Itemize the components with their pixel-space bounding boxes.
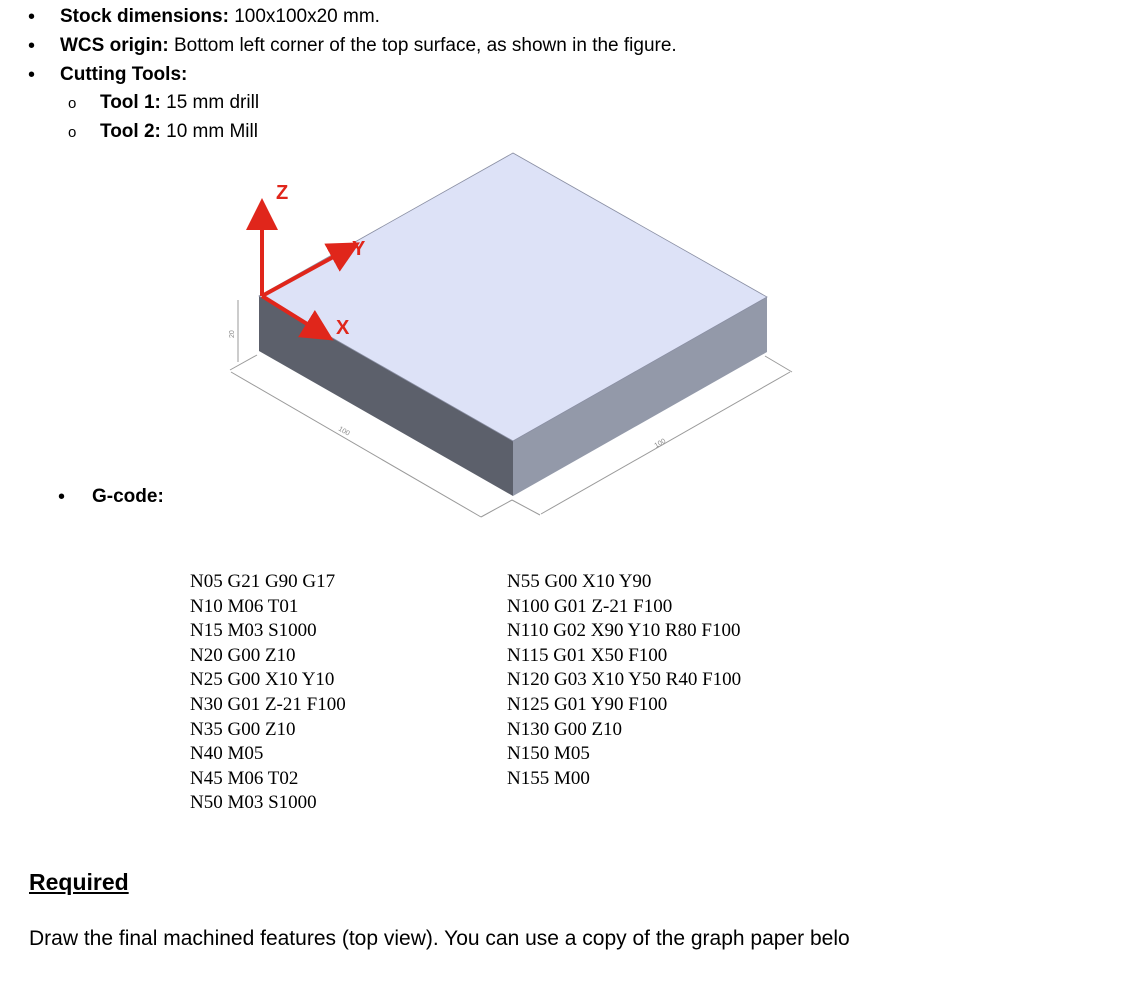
spec-wcs: WCS origin: Bottom left corner of the to… xyxy=(60,35,677,57)
gcode-label-text: G-code: xyxy=(92,486,164,507)
gcode-line: N120 G03 X10 Y50 R40 F100 xyxy=(507,669,742,691)
gcode-line: N35 G00 Z10 xyxy=(190,718,296,740)
stock-side-face xyxy=(513,297,767,496)
stock-value: 100x100x20 mm. xyxy=(228,6,380,27)
required-heading: Required xyxy=(29,869,129,895)
dim-height-label: 20 xyxy=(229,330,236,338)
spec-tool1: Tool 1: 15 mm drill xyxy=(100,92,259,114)
stock-front-face xyxy=(259,296,513,496)
gcode-line: N100 G01 Z-21 F100 xyxy=(507,595,673,617)
gcode-line: N115 G01 X50 F100 xyxy=(507,644,668,666)
tool1-value: 15 mm drill xyxy=(160,92,260,113)
stock-top-face xyxy=(258,152,768,442)
spec-stock: Stock dimensions: 100x100x20 mm. xyxy=(60,6,380,28)
bullet-dot: • xyxy=(28,6,36,28)
bullet-dot: • xyxy=(28,35,36,57)
gcode-line: N20 G00 Z10 xyxy=(190,644,296,666)
subbullet-circle: o xyxy=(68,124,77,141)
axis-label-x: X xyxy=(336,317,350,339)
subbullet-circle: o xyxy=(68,95,77,112)
gcode-line: N45 M06 T02 xyxy=(190,767,299,789)
gcode-line: N155 M00 xyxy=(507,767,590,789)
gcode-line: N55 G00 X10 Y90 xyxy=(507,571,652,592)
gcode-label: G-code: xyxy=(92,486,164,508)
gcode-line: N05 G21 G90 G17 xyxy=(190,571,336,592)
bullet-dot: • xyxy=(28,64,36,86)
spec-tools: Cutting Tools: xyxy=(60,64,187,86)
tool2-label: Tool 2: xyxy=(100,121,161,142)
required-text: Draw the final machined features (top vi… xyxy=(29,927,850,950)
spec-tool2: Tool 2: 10 mm Mill xyxy=(100,121,258,143)
y-axis-arrow xyxy=(261,242,361,298)
x-axis-arrow xyxy=(260,294,334,341)
tool2-value: 10 mm Mill xyxy=(160,121,258,142)
gcode-line: N125 G01 Y90 F100 xyxy=(507,693,668,715)
dim-length-label: 100 xyxy=(337,426,351,438)
gcode-line: N40 M05 xyxy=(190,743,264,765)
tools-label: Cutting Tools: xyxy=(60,64,188,85)
axis-label-z: Z xyxy=(276,182,288,204)
gcode-line: N50 M03 S1000 xyxy=(190,792,317,814)
gcode-line: N130 G00 Z10 xyxy=(507,718,623,740)
gcode-line: N150 M05 xyxy=(507,743,590,765)
axis-label-y: Y xyxy=(352,238,366,260)
bullet-dot: • xyxy=(58,486,66,508)
gcode-line: N10 M06 T01 xyxy=(190,595,299,617)
wcs-label: WCS origin: xyxy=(60,35,169,56)
gcode-line: N110 G02 X90 Y10 R80 F100 xyxy=(507,620,741,642)
dim-width-label: 100 xyxy=(654,438,668,450)
wcs-value: Bottom left corner of the top surface, a… xyxy=(168,35,677,56)
gcode-line: N25 G00 X10 Y10 xyxy=(190,669,335,691)
dimension-lines xyxy=(229,300,793,518)
tool1-label: Tool 1: xyxy=(100,92,161,113)
stock-label: Stock dimensions: xyxy=(60,6,229,27)
gcode-line: N15 M03 S1000 xyxy=(190,620,317,642)
wcs-axes xyxy=(246,198,361,341)
gcode-line: N30 G01 Z-21 F100 xyxy=(190,693,346,715)
